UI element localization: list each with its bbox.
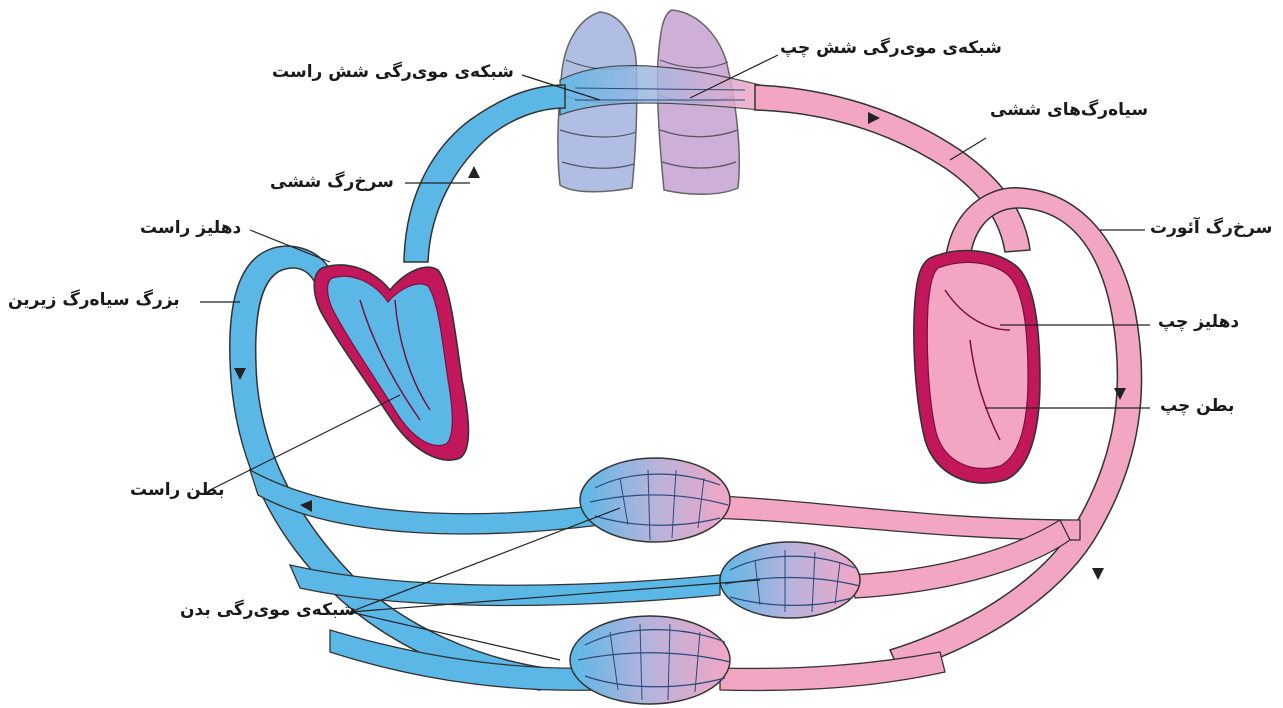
left-heart [914,251,1040,484]
label-right-lung-capillaries: شبکه‌ی موی‌رگی شش راست [272,62,514,82]
label-pulmonary-artery: سرخ‌رگ ششی [270,172,394,192]
body-capillary-bed-1 [580,458,730,542]
body-capillary-bed-2 [720,542,860,618]
body-capillary-bed-3 [570,616,730,704]
label-left-lung-capillaries: شبکه‌ی موی‌رگی شش چپ [780,38,1002,58]
pulmonary-artery-vessel [404,85,565,262]
label-left-ventricle: بطن چپ [1160,396,1234,416]
label-pulmonary-veins: سیاه‌رگ‌های ششی [990,100,1148,120]
label-aorta: سرخ‌رگ آئورت [1150,218,1272,238]
label-left-atrium: دهلیز چپ [1158,312,1239,332]
label-body-capillaries: شبکه‌ی موی‌رگی بدن [180,600,356,620]
label-right-ventricle: بطن راست [130,480,225,500]
right-heart [314,265,468,460]
label-right-atrium: دهلیز راست [140,218,241,238]
label-inferior-vena-cava: بزرگ سیاه‌رگ زیرین [8,290,180,310]
pulmonary-vein-vessel [755,85,1030,252]
